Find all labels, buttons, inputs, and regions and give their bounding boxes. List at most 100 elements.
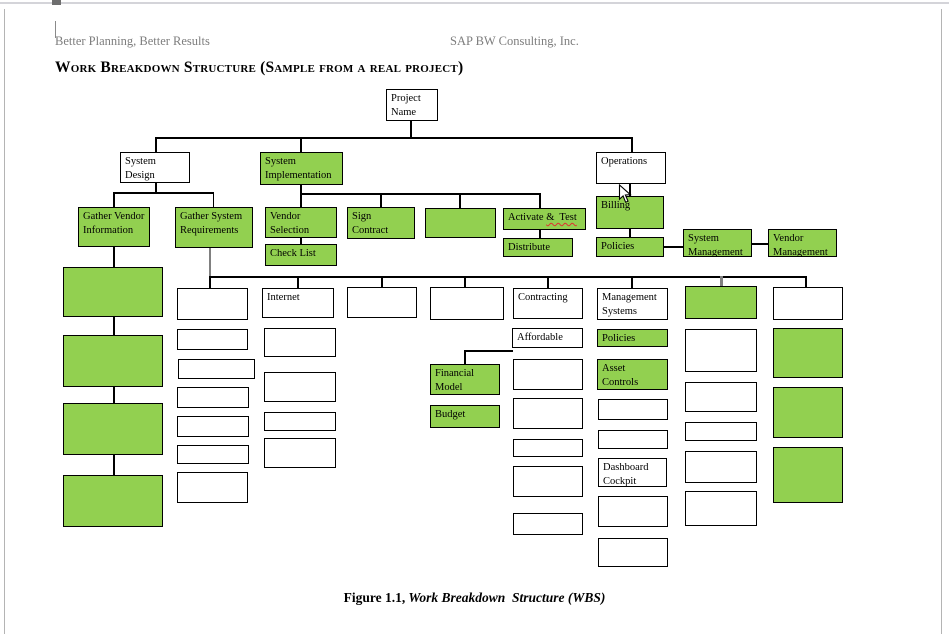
- connector: [113, 455, 115, 475]
- node-vendor-management[interactable]: Vendor Management: [768, 229, 837, 257]
- node-empty-col6-3[interactable]: [513, 359, 583, 390]
- connector: [629, 229, 631, 237]
- connector: [464, 350, 513, 352]
- node-distribute[interactable]: Distribute: [503, 238, 573, 257]
- connector: [209, 248, 211, 276]
- connector: [539, 230, 541, 238]
- connector: [297, 276, 299, 288]
- node-empty-col5-1[interactable]: [430, 287, 504, 320]
- node-empty-col7-7[interactable]: [598, 496, 668, 527]
- connector: [113, 387, 115, 403]
- node-management-systems[interactable]: Management Systems: [597, 288, 668, 320]
- connector: [410, 121, 412, 137]
- node-empty-col9-1[interactable]: [773, 287, 843, 320]
- node-empty-col8-2[interactable]: [685, 329, 757, 372]
- node-internet[interactable]: Internet: [262, 288, 334, 318]
- node-system-management[interactable]: System Management: [683, 229, 752, 257]
- node-dashboard-cockpit[interactable]: Dashboard Cockpit: [598, 458, 667, 487]
- node-empty-col3-2[interactable]: [264, 328, 336, 357]
- header-left: Better Planning, Better Results: [55, 34, 210, 48]
- node-affordable[interactable]: Affordable: [512, 328, 583, 348]
- node-empty-col1-3[interactable]: [63, 403, 163, 455]
- connector: [300, 137, 302, 152]
- node-empty-col7-5[interactable]: [598, 430, 668, 449]
- node-system-design[interactable]: System Design: [120, 152, 190, 183]
- node-financial-model[interactable]: Financial Model: [430, 364, 500, 395]
- top-edge-dark-segment: [52, 0, 61, 5]
- page-right-border: [941, 9, 942, 634]
- node-empty-col8-3[interactable]: [685, 382, 757, 412]
- node-asset-controls[interactable]: Asset Controls: [597, 359, 668, 390]
- connector: [464, 350, 466, 364]
- node-system-implementation[interactable]: System Implementation: [260, 152, 343, 185]
- node-empty-col3-3[interactable]: [264, 372, 336, 402]
- node-project-name[interactable]: Project Name: [386, 89, 438, 121]
- connector: [459, 193, 461, 208]
- connector: [155, 137, 633, 139]
- node-empty-col7-4[interactable]: [598, 399, 668, 420]
- connector: [805, 276, 807, 287]
- node-empty-impl-3[interactable]: [425, 208, 496, 238]
- node-empty-col2-2[interactable]: [177, 329, 248, 350]
- mouse-cursor-icon: [618, 183, 632, 209]
- figure-caption-italic: Work Breakdown Structure (WBS): [405, 590, 606, 605]
- connector: [547, 276, 549, 288]
- connector: [113, 192, 214, 194]
- node-empty-col1-4[interactable]: [63, 475, 163, 527]
- node-vendor-selection[interactable]: Vendor Selection: [265, 207, 337, 238]
- node-empty-col6-4[interactable]: [513, 398, 583, 429]
- node-sign-contract[interactable]: Sign Contract: [347, 207, 415, 239]
- node-empty-col8-6[interactable]: [685, 491, 757, 526]
- figure-caption: Figure 1.1, Work Breakdown Structure (WB…: [0, 590, 949, 606]
- connector: [113, 317, 115, 335]
- node-policies-sub[interactable]: Policies: [597, 329, 668, 347]
- connector: [209, 276, 211, 288]
- node-check-list[interactable]: Check List: [265, 244, 337, 266]
- connector: [155, 183, 157, 192]
- node-billing[interactable]: Billing: [596, 196, 664, 229]
- node-empty-col7-8[interactable]: [598, 538, 668, 567]
- connector: [113, 192, 115, 207]
- node-empty-col1-1[interactable]: [63, 267, 163, 317]
- node-operations[interactable]: Operations: [596, 152, 666, 184]
- connector: [381, 276, 383, 287]
- node-empty-col3-5[interactable]: [264, 438, 336, 468]
- node-empty-col1-2[interactable]: [63, 335, 163, 387]
- connector: [209, 276, 806, 278]
- activate-label: Activate: [508, 212, 547, 223]
- node-empty-col6-5[interactable]: [513, 439, 583, 457]
- connector: [631, 276, 633, 288]
- node-empty-col2-5[interactable]: [177, 416, 249, 437]
- node-contracting[interactable]: Contracting: [513, 288, 583, 319]
- node-empty-col2-1[interactable]: [177, 288, 248, 320]
- node-empty-col9-3[interactable]: [773, 387, 843, 438]
- node-empty-col4-1[interactable]: [347, 287, 417, 318]
- connector: [113, 247, 115, 267]
- node-empty-col3-4[interactable]: [264, 412, 336, 431]
- connector: [300, 238, 302, 244]
- connector: [212, 192, 214, 207]
- header-right: SAP BW Consulting, Inc.: [450, 34, 579, 48]
- node-empty-col9-4[interactable]: [773, 447, 843, 503]
- connector: [300, 185, 302, 193]
- node-budget[interactable]: Budget: [430, 405, 500, 428]
- node-empty-col2-4[interactable]: [177, 387, 249, 408]
- connector: [300, 193, 540, 195]
- connector: [380, 193, 382, 207]
- node-empty-col8-4[interactable]: [685, 422, 757, 441]
- node-gather-vendor-information[interactable]: Gather Vendor Information: [78, 207, 150, 247]
- node-empty-col6-7[interactable]: [513, 513, 583, 535]
- node-policies-operations[interactable]: Policies: [596, 237, 664, 257]
- node-gather-system-requirements[interactable]: Gather System Requirements: [175, 207, 253, 248]
- node-empty-col8-1[interactable]: [685, 286, 757, 319]
- connector: [464, 276, 466, 287]
- node-empty-col6-6[interactable]: [513, 466, 583, 497]
- node-empty-col2-7[interactable]: [177, 472, 248, 503]
- node-empty-col8-5[interactable]: [685, 451, 757, 483]
- node-activate-test[interactable]: Activate & Test: [503, 208, 586, 230]
- node-empty-col2-6[interactable]: [177, 445, 249, 464]
- node-empty-col2-3[interactable]: [178, 359, 255, 379]
- node-empty-col9-2[interactable]: [773, 328, 843, 378]
- connector: [631, 137, 633, 152]
